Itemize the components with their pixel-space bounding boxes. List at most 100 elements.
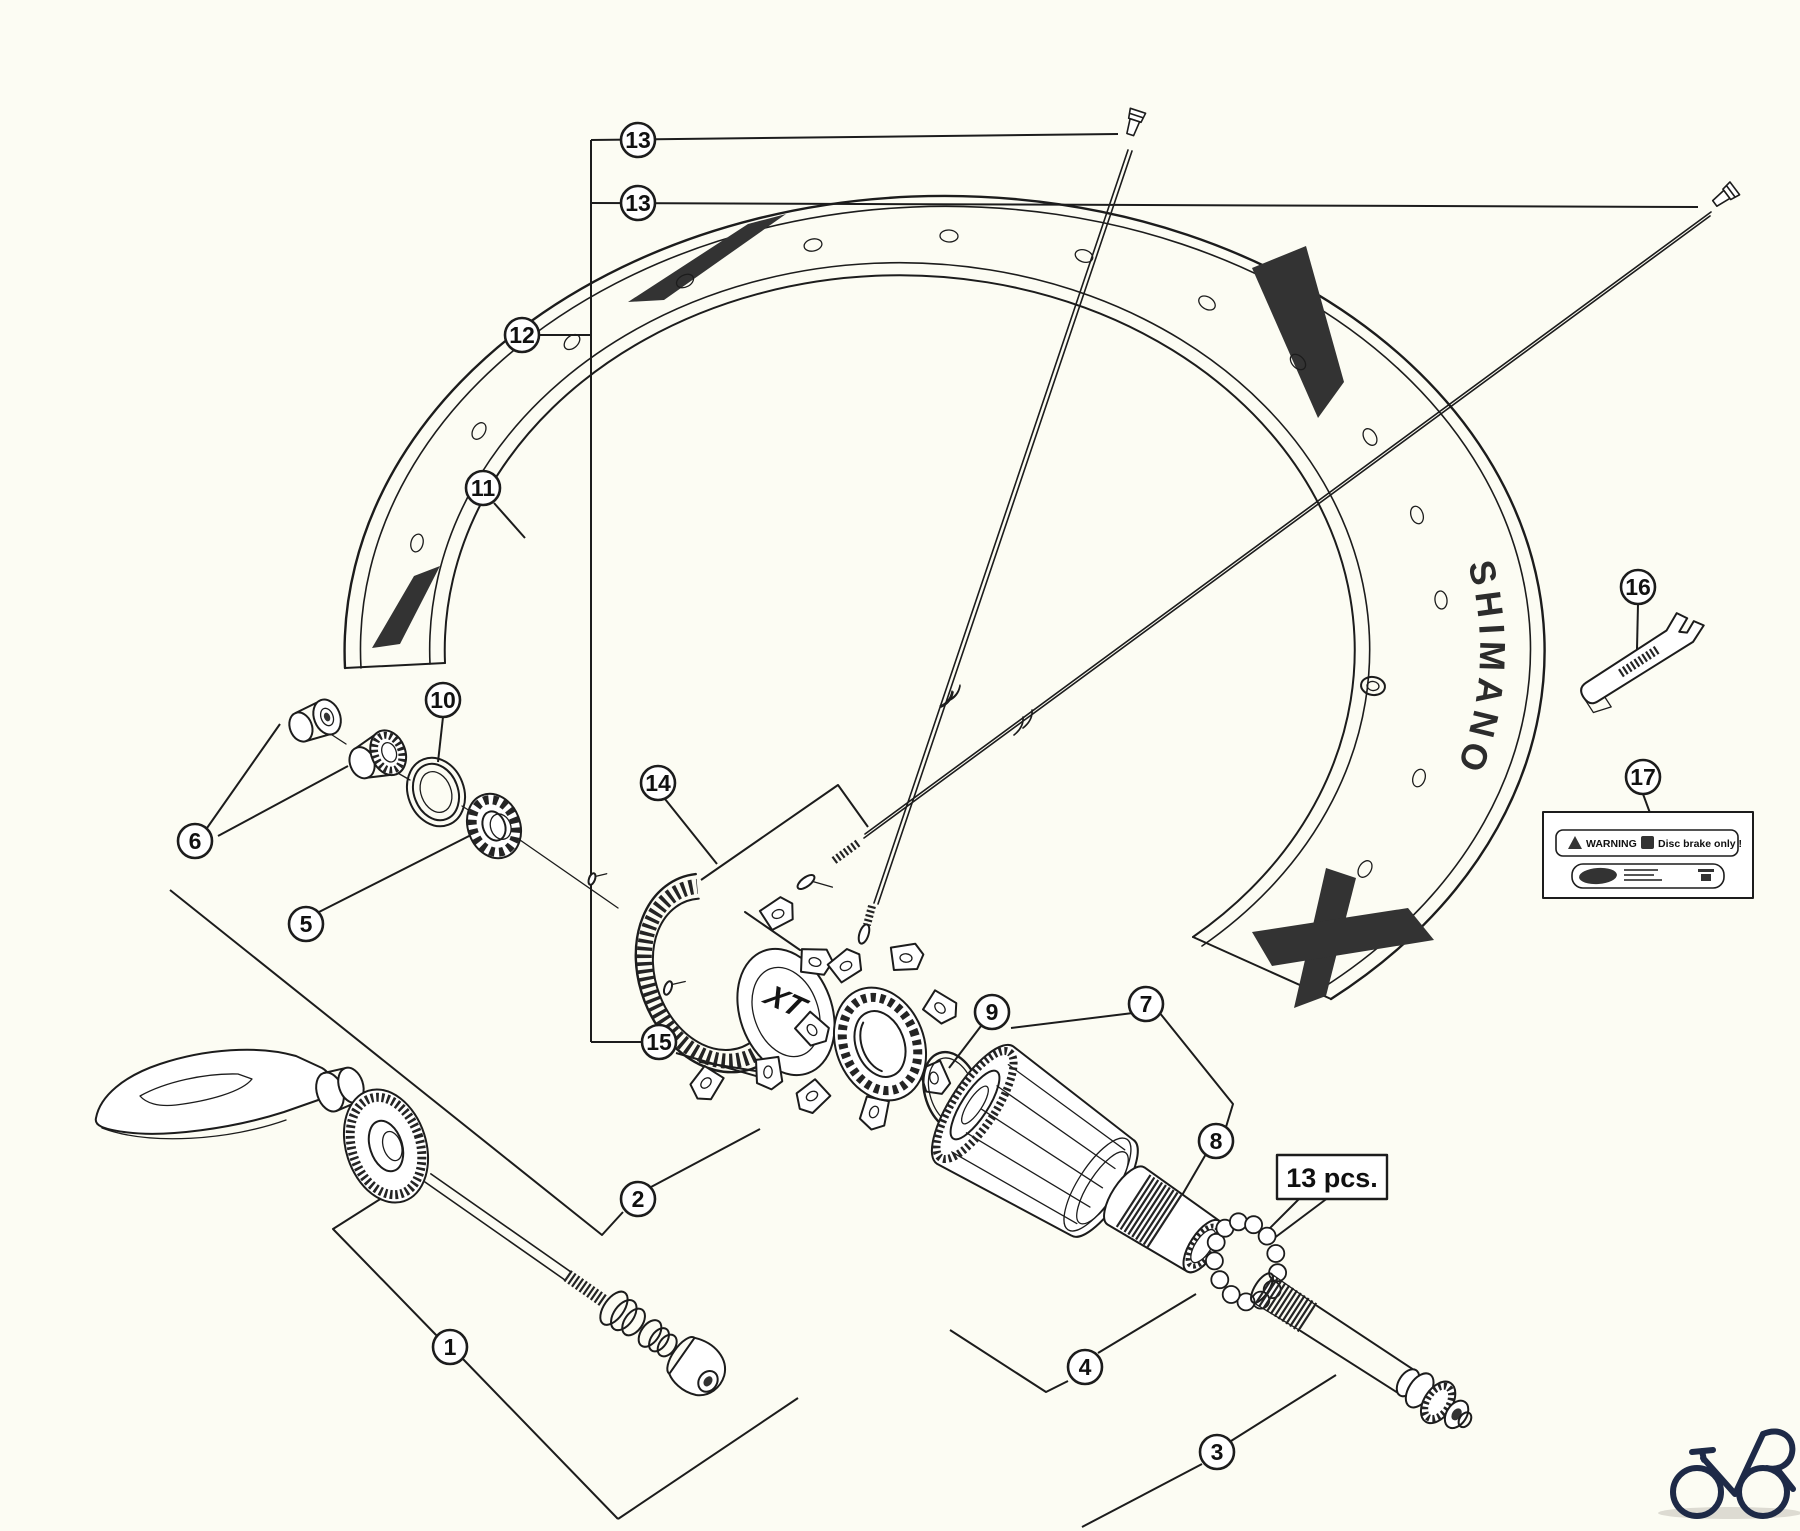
- leader-line: [590, 202, 1699, 208]
- leader-line: [1272, 1196, 1330, 1240]
- bearing-ball: [1206, 1232, 1226, 1252]
- rim-end-cut-left: [344, 662, 446, 669]
- driver-flange-ears: [789, 940, 964, 1135]
- svg-text:14: 14: [645, 770, 671, 796]
- callout-14: 14: [639, 764, 677, 802]
- callout-9: 9: [973, 993, 1011, 1031]
- callout-7: 7: [1127, 985, 1165, 1023]
- callout-5: 5: [287, 905, 325, 943]
- rim-decal: [628, 214, 786, 302]
- qr-skewer: [424, 1173, 727, 1397]
- svg-text:13: 13: [625, 190, 651, 216]
- qr-lever: [94, 1048, 333, 1135]
- spoke-nipple-icon: [1709, 181, 1741, 211]
- svg-text:9: 9: [986, 999, 999, 1025]
- leader-line: [1010, 1012, 1134, 1029]
- rim-decal: [372, 566, 440, 648]
- svg-text:13: 13: [625, 127, 651, 153]
- callout-12: 12: [503, 316, 541, 354]
- callout-13: 13: [619, 184, 657, 222]
- svg-text:8: 8: [1210, 1128, 1223, 1154]
- callout-11: 11: [464, 469, 502, 507]
- warning-message: Disc brake only !: [1658, 838, 1742, 850]
- lock-ring: [465, 792, 523, 860]
- brand-watermark: [1658, 1428, 1800, 1519]
- leader-line: [493, 502, 526, 539]
- bearing-ball: [1221, 1285, 1241, 1304]
- leader-line: [1642, 793, 1651, 814]
- drive-ring: [832, 986, 928, 1102]
- balls-count-note: 13 pcs.: [1275, 1153, 1389, 1201]
- spoke-head-small: [662, 980, 686, 996]
- hub-flange-ears: [683, 893, 837, 1107]
- rim-decal: [1252, 246, 1344, 418]
- leader-line: [318, 833, 474, 913]
- hub-driver-flange: [789, 940, 964, 1135]
- spokes: [587, 149, 1712, 996]
- svg-text:16: 16: [1625, 574, 1651, 600]
- qr-adjust-nut: [342, 1088, 430, 1204]
- spoke-nipple-icon: [1121, 107, 1147, 138]
- bearing-ball: [1244, 1215, 1263, 1235]
- svg-text:7: 7: [1140, 991, 1153, 1017]
- bicycle-icon: [1670, 1428, 1796, 1519]
- leader-lines: [169, 133, 1699, 1528]
- bearing-ball: [1257, 1226, 1277, 1246]
- leader-line: [332, 1195, 439, 1338]
- rim-valve-hole: [1360, 675, 1386, 697]
- spoke-wrench: [1580, 612, 1705, 714]
- svg-text:6: 6: [189, 828, 202, 854]
- axle-end-parts: [288, 698, 619, 909]
- shimano-logo-blob: [1579, 867, 1617, 885]
- callout-17: 17: [1624, 758, 1662, 796]
- cone-nut: [348, 729, 408, 780]
- disc-rotor-mount: [634, 872, 769, 1074]
- svg-text:15: 15: [646, 1029, 672, 1055]
- bearing-ball: [1210, 1270, 1230, 1290]
- rim-decal: [1252, 908, 1434, 966]
- leader-line: [169, 889, 624, 1236]
- leader-line: [1230, 1374, 1337, 1442]
- leader-line: [461, 1357, 619, 1520]
- disc-brake-icon: [1641, 836, 1654, 849]
- bearing-ball: [1229, 1212, 1248, 1232]
- callout-13: 13: [619, 121, 657, 159]
- svg-text:10: 10: [430, 687, 456, 713]
- svg-text:17: 17: [1630, 764, 1656, 790]
- callout-15: 15: [640, 1023, 678, 1061]
- warning-heading: WARNING: [1586, 838, 1637, 850]
- svg-text:4: 4: [1079, 1354, 1092, 1380]
- leader-line: [700, 784, 869, 881]
- callout-4: 4: [1066, 1348, 1104, 1386]
- leader-line: [1081, 1463, 1203, 1528]
- leader-line: [437, 716, 444, 763]
- leader-line: [617, 1397, 799, 1520]
- spoke-head: [857, 923, 871, 945]
- leader-line: [949, 1329, 1069, 1393]
- callout-3: 3: [1198, 1433, 1236, 1471]
- svg-text:12: 12: [509, 322, 535, 348]
- svg-text:11: 11: [471, 475, 496, 501]
- spoke-nipples: [1121, 107, 1741, 211]
- svg-text:13 pcs.: 13 pcs.: [1286, 1163, 1378, 1193]
- svg-text:1: 1: [444, 1334, 457, 1360]
- axle: [1250, 1272, 1473, 1430]
- leader-line: [1636, 603, 1639, 650]
- leader-line: [590, 133, 1119, 141]
- leader-line: [217, 765, 349, 837]
- seal-ring: [406, 756, 466, 828]
- leader-line: [650, 1128, 761, 1188]
- callout-16: 16: [1619, 568, 1657, 606]
- callout-2: 2: [619, 1180, 657, 1218]
- warning-triangle-icon: [1568, 836, 1582, 849]
- callout-1: 1: [431, 1328, 469, 1366]
- callout-8: 8: [1197, 1122, 1235, 1160]
- leader-line: [206, 723, 281, 829]
- leader-line: [664, 798, 718, 865]
- leader-line: [1158, 1011, 1234, 1128]
- bearing-ball: [1205, 1251, 1224, 1271]
- spoke-head-small: [587, 872, 608, 886]
- end-cap: [288, 698, 342, 743]
- svg-text:5: 5: [300, 911, 313, 937]
